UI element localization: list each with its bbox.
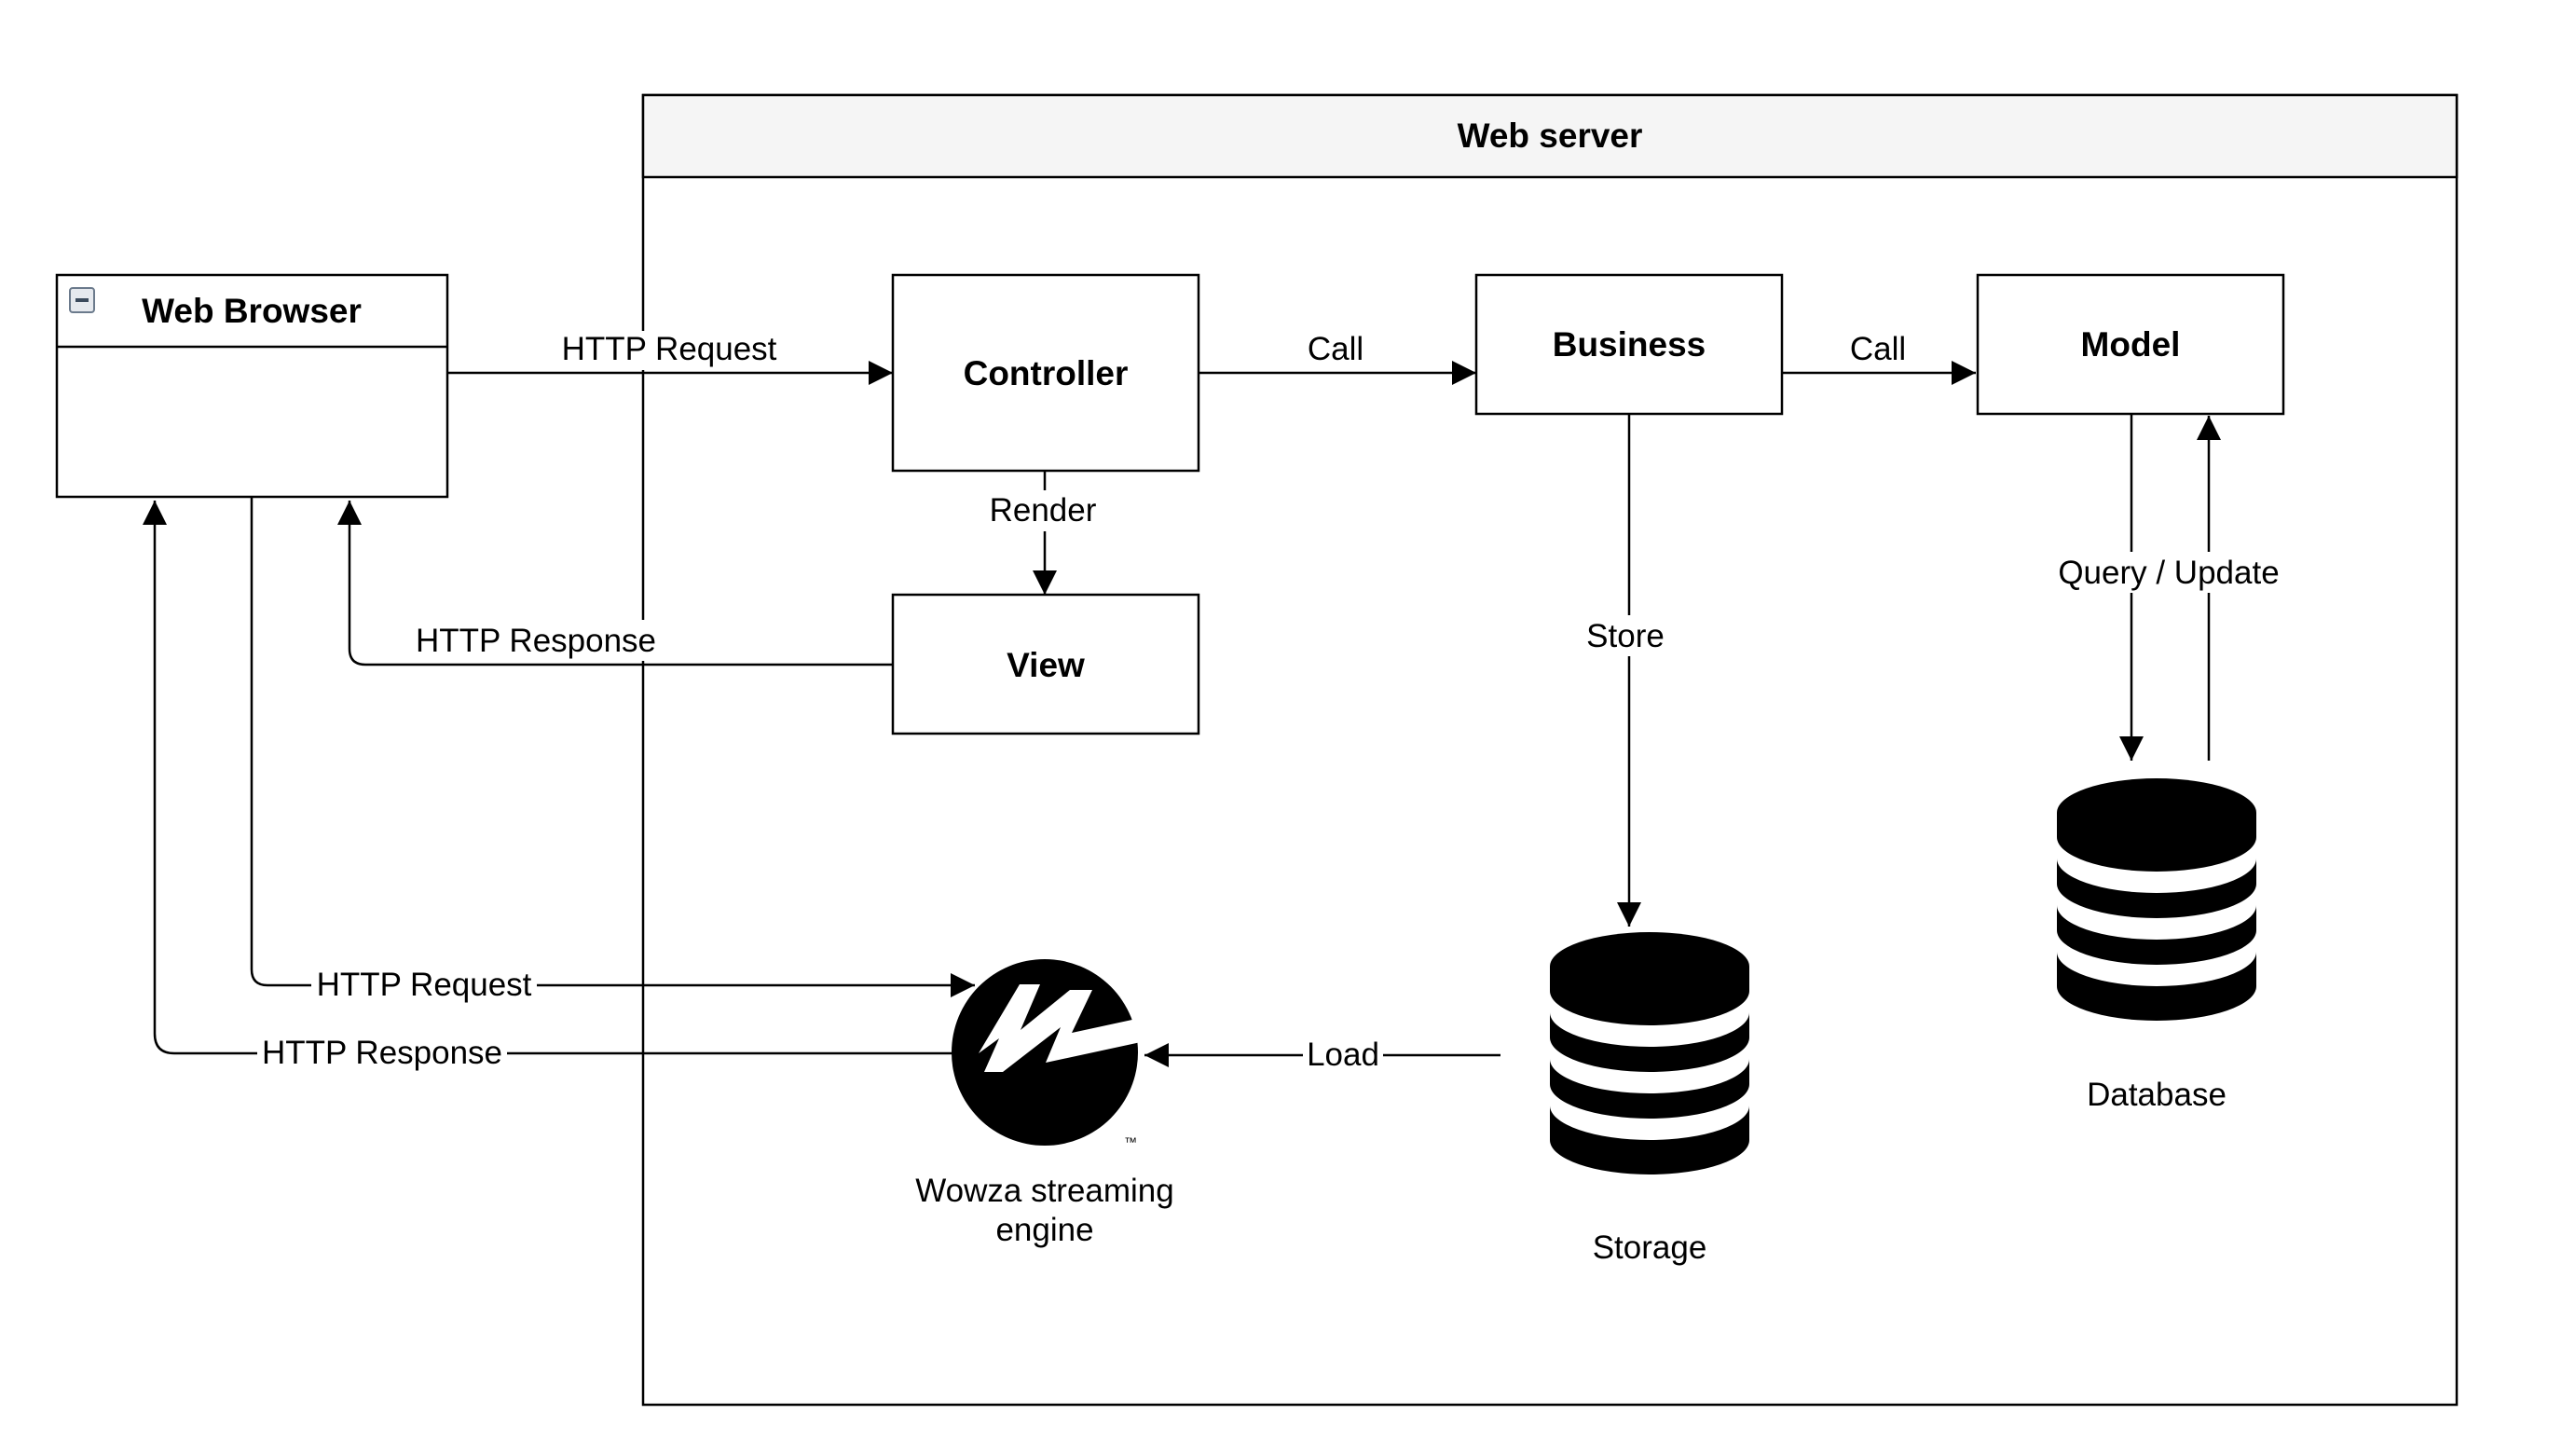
edge-view-to-browser[interactable] <box>337 501 893 666</box>
edge-wowza-to-browser[interactable] <box>143 501 956 1055</box>
edge-label-call-2: Call <box>1850 331 1906 367</box>
database-cylinder-icon[interactable] <box>2057 778 2256 1021</box>
wowza-trademark: ™ <box>1124 1134 1137 1149</box>
web-browser-box[interactable]: Web Browser <box>55 273 449 499</box>
wowza-logo-icon[interactable]: ™ <box>952 959 1141 1149</box>
model-box[interactable]: Model <box>1976 273 2285 416</box>
edge-label-render: Render <box>990 492 1097 529</box>
edge-label-store: Store <box>1586 618 1665 654</box>
business-label: Business <box>1553 325 1706 364</box>
model-label: Model <box>2081 325 2181 364</box>
wowza-label-line2: engine <box>995 1212 1093 1248</box>
edge-label-http-response-bottom: HTTP Response <box>262 1035 502 1071</box>
wowza-label-line1: Wowza streaming <box>915 1173 1174 1209</box>
edge-label-http-request-bottom: HTTP Request <box>317 967 532 1003</box>
edge-browser-to-wowza[interactable] <box>250 497 975 997</box>
edge-label-load: Load <box>1307 1037 1379 1073</box>
controller-label: Controller <box>964 354 1129 392</box>
collapse-icon[interactable] <box>69 287 95 313</box>
web-browser-title: Web Browser <box>142 292 362 330</box>
web-server-header <box>641 93 2459 179</box>
storage-label: Storage <box>1593 1229 1707 1266</box>
controller-box[interactable]: Controller <box>891 273 1200 473</box>
edge-label-http-request-top: HTTP Request <box>562 331 777 367</box>
database-label: Database <box>2087 1077 2227 1113</box>
web-server-title: Web server <box>1458 117 1643 155</box>
edge-label-http-response-top: HTTP Response <box>416 623 656 659</box>
storage-cylinder-icon[interactable] <box>1550 932 1749 1174</box>
view-label: View <box>1007 646 1085 684</box>
view-box[interactable]: View <box>891 593 1200 735</box>
business-box[interactable]: Business <box>1474 273 1784 416</box>
edge-label-query-update: Query / Update <box>2058 555 2279 591</box>
edge-label-call-1: Call <box>1308 331 1363 367</box>
